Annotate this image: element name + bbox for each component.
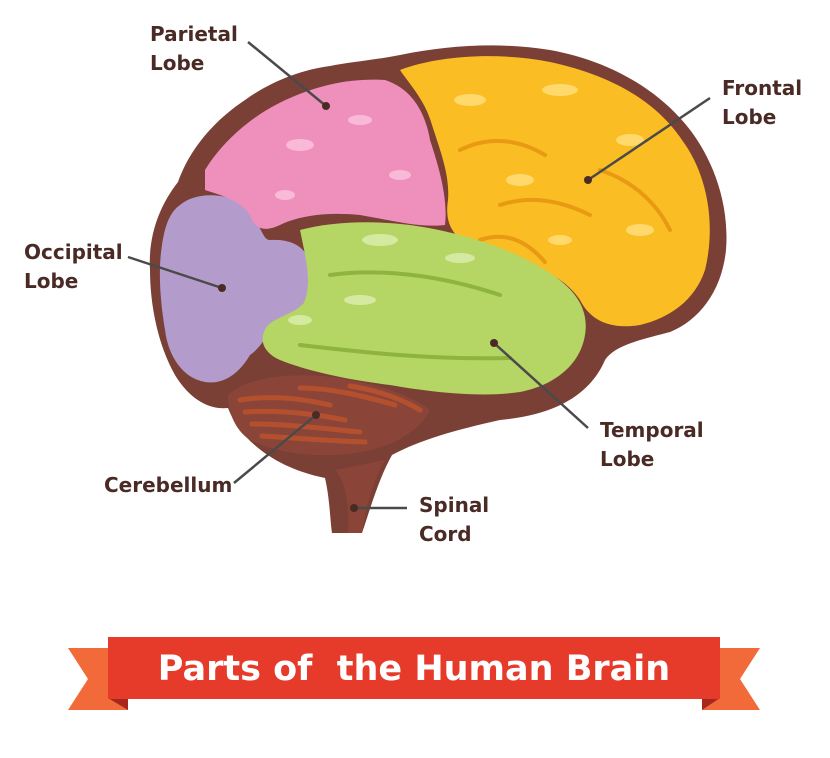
pointer-parietal bbox=[247, 41, 327, 107]
title-banner bbox=[68, 637, 760, 710]
pointer-frontal bbox=[587, 96, 711, 182]
temporal-folds bbox=[298, 270, 512, 361]
pointer-dot-temporal bbox=[490, 339, 498, 347]
label-parietal-lobe: Parietal Lobe bbox=[150, 20, 238, 78]
pointer-dot-parietal bbox=[322, 102, 330, 110]
label-line: Temporal bbox=[600, 418, 704, 442]
frontal-highlights bbox=[454, 84, 654, 245]
pointer-occipital bbox=[127, 255, 223, 290]
label-line: Lobe bbox=[24, 269, 79, 293]
label-line: Lobe bbox=[722, 105, 777, 129]
label-line: Cerebellum bbox=[104, 473, 233, 497]
label-line: Lobe bbox=[150, 51, 205, 75]
temporal-highlights bbox=[288, 234, 475, 325]
label-line: Lobe bbox=[600, 447, 655, 471]
banner-title: Parts of the Human Brain bbox=[157, 649, 671, 689]
spinal-cord bbox=[335, 460, 385, 533]
pointer-temporal bbox=[493, 342, 589, 429]
pointer-cerebellum bbox=[233, 414, 317, 484]
banner-fold-left bbox=[108, 698, 128, 710]
occipital-lobe bbox=[159, 195, 312, 383]
frontal-lobe bbox=[400, 56, 710, 327]
pointer-dot-cerebellum bbox=[312, 411, 320, 419]
label-temporal-lobe: Temporal Lobe bbox=[600, 416, 704, 474]
label-line: Frontal bbox=[722, 76, 803, 100]
parietal-lobe bbox=[205, 79, 446, 229]
pointer-dot-occipital bbox=[218, 284, 226, 292]
banner-fold-right bbox=[702, 698, 720, 710]
label-frontal-lobe: Frontal Lobe bbox=[722, 74, 802, 132]
label-line: Parietal bbox=[150, 22, 238, 46]
label-spinal-cord: Spinal Cord bbox=[419, 491, 489, 549]
label-line: Cord bbox=[419, 522, 472, 546]
pointer-lines bbox=[127, 41, 711, 512]
parietal-highlights bbox=[275, 115, 411, 200]
frontal-folds bbox=[458, 138, 672, 264]
label-line: Spinal bbox=[419, 493, 490, 517]
label-line: Occipital bbox=[24, 240, 123, 264]
banner-main bbox=[108, 637, 720, 699]
label-occipital-lobe: Occipital Lobe bbox=[24, 238, 123, 296]
label-cerebellum: Cerebellum bbox=[104, 471, 232, 500]
pointer-dot-frontal bbox=[584, 176, 592, 184]
pointer-dot-spinal bbox=[350, 504, 358, 512]
